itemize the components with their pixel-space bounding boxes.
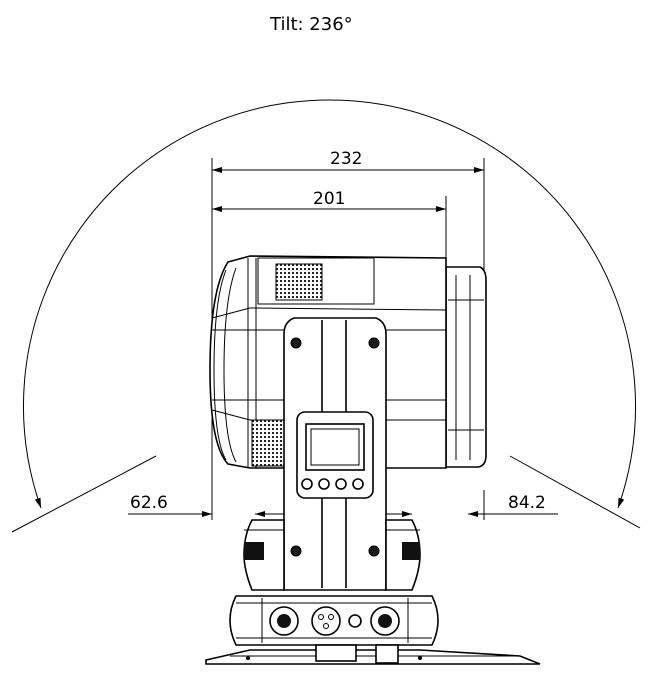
control-panel [296,411,374,499]
right-offset-dimension [386,490,558,520]
left-offset-value: 62.6 [130,493,168,513]
right-offset-value: 84.2 [508,493,546,513]
base-upper [243,519,421,591]
head-rear-cap [445,266,487,468]
overall-width-value: 232 [330,149,362,169]
tilt-label: Tilt: 236° [269,14,353,35]
base-plate [229,595,439,646]
tilt-range-arc [11,99,641,533]
inner-width-value: 201 [313,189,345,209]
inner-width-dimension [212,196,447,260]
mounting-bracket [205,644,541,665]
